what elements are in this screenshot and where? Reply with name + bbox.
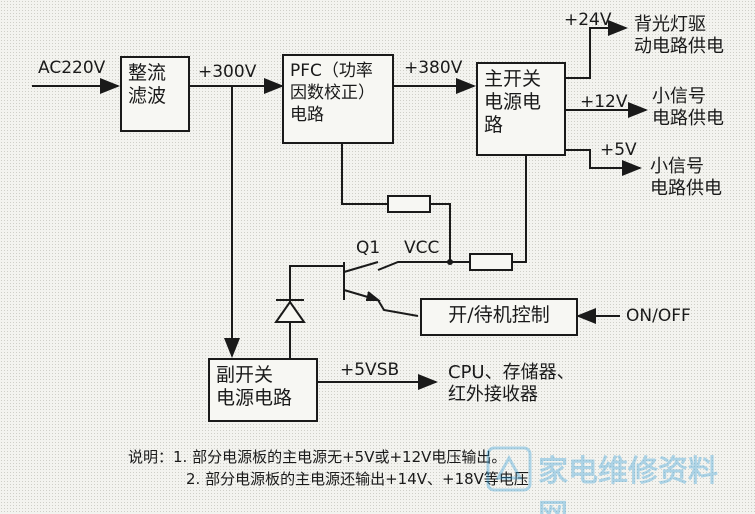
resistor-2 [469, 253, 513, 271]
small-signal-supply-2: 小信号 电路供电 [650, 156, 722, 199]
wire-5v [566, 149, 642, 176]
note-line-1: 说明：1. 部分电源板的主电源无+5V或+12V电压输出。 [128, 448, 507, 466]
voltage-5vsb: +5VSB [340, 360, 400, 380]
voltage-380v: +380V [404, 58, 463, 78]
pfc-box: PFC（功率 因数校正） 电路 [282, 54, 394, 144]
watermark-logo-icon [486, 446, 532, 492]
vcc-label: VCC [404, 238, 440, 258]
main-switching-psu-box: 主开关 电源电 路 [476, 62, 566, 156]
rectifier-filter-box: 整流 滤波 [120, 56, 190, 132]
on-off-label: ON/OFF [626, 306, 691, 326]
small-signal-supply-1: 小信号 电路供电 [652, 86, 724, 129]
input-label: AC220V [38, 58, 106, 78]
wire-collector [377, 261, 450, 271]
voltage-24v: +24V [564, 10, 612, 30]
voltage-300v: +300V [198, 62, 257, 82]
voltage-5v: +5V [600, 140, 637, 160]
transistor-q1 [343, 261, 381, 301]
wire-emitter [377, 299, 419, 317]
diode [274, 299, 306, 323]
watermark: 家电维修资料网 [484, 440, 744, 514]
wire-pfc-resistor [341, 144, 388, 205]
backlight-driver-supply: 背光灯驱 动电路供电 [634, 14, 724, 57]
voltage-12v: +12V [580, 92, 628, 112]
wire-24v [566, 20, 628, 79]
watermark-text: 家电维修资料网 [538, 454, 718, 514]
q1-label: Q1 [356, 238, 381, 258]
standby-control-box: 开/待机控制 [420, 298, 578, 336]
resistor-1 [387, 195, 431, 213]
wire-resistor-vcc [430, 203, 451, 262]
aux-switching-psu-box: 副开关 电源电路 [208, 358, 318, 422]
cpu-memory-ir-loads: CPU、存储器、 红外接收器 [448, 362, 575, 405]
wire-resistor2-main [512, 156, 527, 263]
wire-base [289, 265, 344, 290]
note-line-2: 2. 部分电源板的主电源还输出+14V、+18V等电压 [186, 470, 529, 488]
vcc-node [447, 259, 453, 265]
